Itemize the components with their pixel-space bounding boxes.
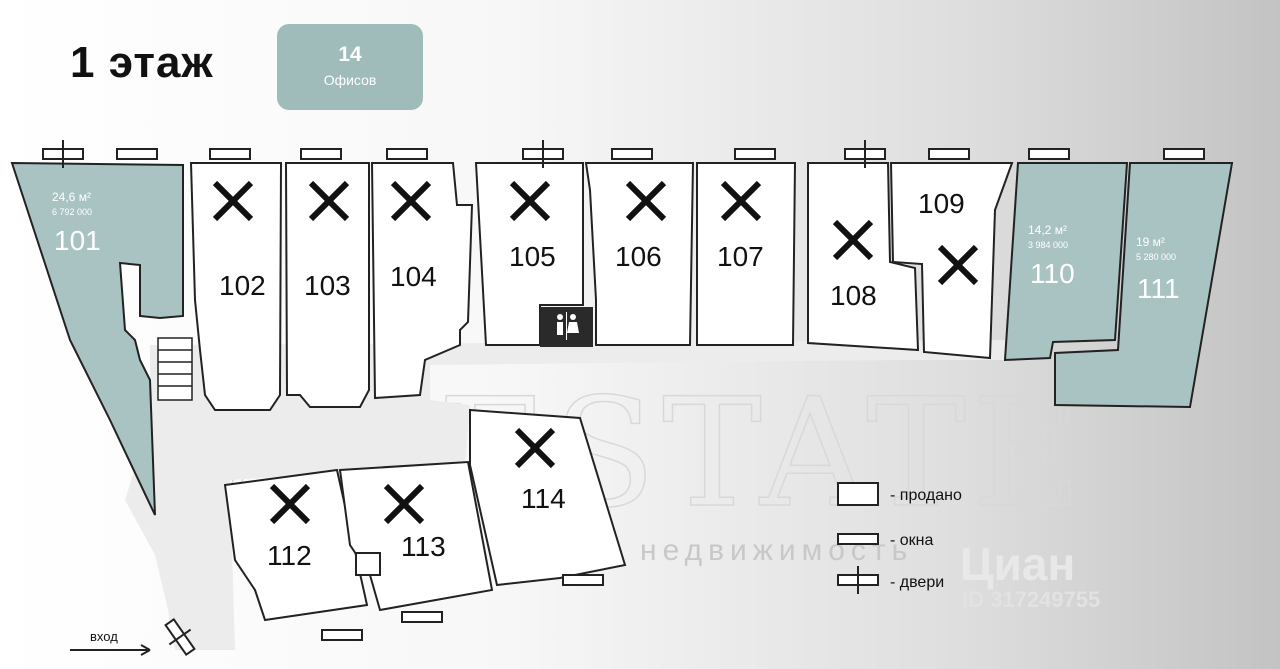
entrance: вход bbox=[70, 617, 196, 657]
sold-cross-icon bbox=[269, 483, 311, 525]
sold-cross-icon bbox=[720, 180, 762, 222]
sold-cross-icon bbox=[832, 219, 874, 261]
office-number: 104 bbox=[390, 261, 437, 292]
window-symbol bbox=[611, 148, 653, 160]
window-symbol bbox=[734, 148, 776, 160]
office-numbers: 101 102 103 104 105 106 107 108 109 110 … bbox=[54, 188, 1180, 571]
watermark-cian: Циан bbox=[960, 538, 1075, 590]
door-symbol bbox=[522, 140, 564, 168]
door-symbol bbox=[844, 140, 886, 168]
window-symbol bbox=[386, 148, 428, 160]
office-103[interactable] bbox=[284, 162, 370, 408]
window-symbol bbox=[928, 148, 970, 160]
watermark-cian-id: ID 317249755 bbox=[962, 587, 1100, 612]
office-number: 113 bbox=[401, 531, 446, 562]
restroom-icon bbox=[540, 307, 593, 347]
floor-title: 1 этаж bbox=[70, 38, 214, 87]
legend-doors: - двери bbox=[890, 574, 944, 591]
office-number: 110 bbox=[1030, 258, 1075, 289]
window-symbol bbox=[209, 148, 251, 160]
office-number: 107 bbox=[717, 241, 764, 272]
sold-cross-icon bbox=[383, 483, 425, 525]
offices-badge: 14 Офисов bbox=[277, 24, 423, 110]
office-111[interactable] bbox=[1054, 162, 1234, 409]
office-104[interactable] bbox=[370, 162, 474, 400]
sold-cross-icon bbox=[390, 180, 432, 222]
office-price: 3 984 000 bbox=[1028, 240, 1068, 250]
office-112[interactable] bbox=[223, 468, 369, 622]
corridor bbox=[125, 340, 1005, 650]
stairs bbox=[157, 337, 193, 401]
office-105[interactable] bbox=[474, 162, 584, 346]
office-110[interactable] bbox=[1003, 162, 1129, 362]
office-107[interactable] bbox=[696, 162, 797, 346]
windows bbox=[116, 148, 1205, 641]
sold-cross-icon bbox=[212, 180, 254, 222]
entrance-arrow-icon bbox=[70, 644, 151, 656]
window-symbol bbox=[1028, 148, 1070, 160]
window-symbol bbox=[116, 148, 158, 160]
door-symbol bbox=[164, 617, 196, 657]
office-102[interactable] bbox=[189, 162, 283, 411]
office-number: 112 bbox=[267, 540, 312, 571]
door-symbol bbox=[42, 140, 84, 168]
office-114[interactable] bbox=[469, 408, 627, 587]
sold-cross-icon bbox=[308, 180, 350, 222]
office-108[interactable] bbox=[807, 162, 920, 352]
window-symbol bbox=[300, 148, 342, 160]
entrance-label: вход bbox=[90, 629, 118, 644]
sold-marks bbox=[212, 180, 979, 525]
door-symbol bbox=[837, 566, 879, 594]
office-number: 106 bbox=[615, 241, 662, 272]
office-area: 14,2 м² bbox=[1028, 223, 1067, 237]
office-number: 103 bbox=[304, 270, 351, 301]
office-price: 5 280 000 bbox=[1136, 252, 1176, 262]
window-symbol bbox=[837, 533, 879, 545]
offices-count: 14 bbox=[338, 43, 362, 66]
office-number: 102 bbox=[219, 270, 266, 301]
doors bbox=[42, 140, 886, 168]
office-number: 108 bbox=[830, 280, 877, 311]
office-area: 19 м² bbox=[1136, 235, 1165, 249]
office-106[interactable] bbox=[584, 162, 695, 346]
offices-label: Офисов bbox=[323, 72, 377, 88]
legend: - продано - окна - двери bbox=[837, 482, 962, 594]
sold-cross-icon bbox=[514, 427, 556, 469]
office-price: 6 792 000 bbox=[52, 207, 92, 217]
legend-sold-symbol bbox=[837, 482, 879, 506]
office-number: 105 bbox=[509, 241, 556, 272]
window-symbol bbox=[401, 611, 443, 623]
window-symbol bbox=[562, 574, 604, 586]
closet bbox=[355, 552, 381, 576]
office-area: 24,6 м² bbox=[52, 190, 91, 204]
office-number: 114 bbox=[521, 483, 566, 514]
legend-windows: - окна bbox=[890, 532, 934, 549]
sold-cross-icon bbox=[509, 180, 551, 222]
office-101[interactable] bbox=[10, 161, 184, 516]
window-symbol bbox=[321, 629, 363, 641]
sold-cross-icon bbox=[937, 244, 979, 286]
office-number: 109 bbox=[918, 188, 965, 219]
office-number: 111 bbox=[1137, 273, 1180, 304]
office-number: 101 bbox=[54, 225, 101, 256]
sold-cross-icon bbox=[625, 180, 667, 222]
window-symbol bbox=[1163, 148, 1205, 160]
legend-sold: - продано bbox=[890, 487, 962, 504]
